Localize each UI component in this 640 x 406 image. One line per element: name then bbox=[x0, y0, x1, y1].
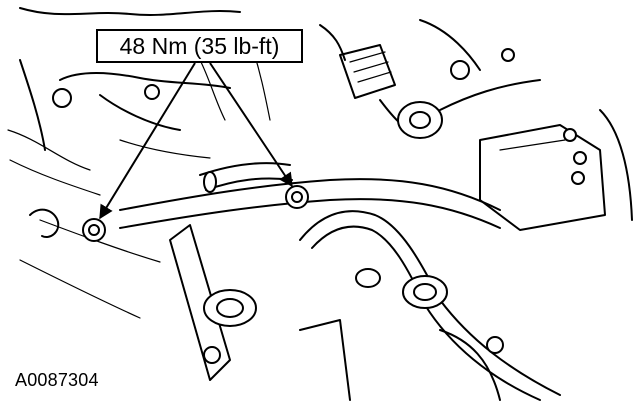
hose-assembly bbox=[119, 162, 561, 401]
torque-bolt-left bbox=[82, 218, 106, 242]
leader-arrow-left bbox=[99, 62, 196, 220]
leader-arrow-right bbox=[209, 62, 293, 188]
right-bracket bbox=[479, 109, 633, 231]
figure-id-label: A0087304 bbox=[15, 370, 99, 390]
left-clip bbox=[9, 159, 101, 238]
torque-bolt-right bbox=[285, 185, 309, 209]
torque-callout-label: 48 Nm (35 lb-ft) bbox=[96, 29, 303, 63]
wiring-connector bbox=[319, 19, 541, 139]
mount-bushings bbox=[19, 219, 504, 401]
engine-block-outline bbox=[7, 7, 271, 171]
